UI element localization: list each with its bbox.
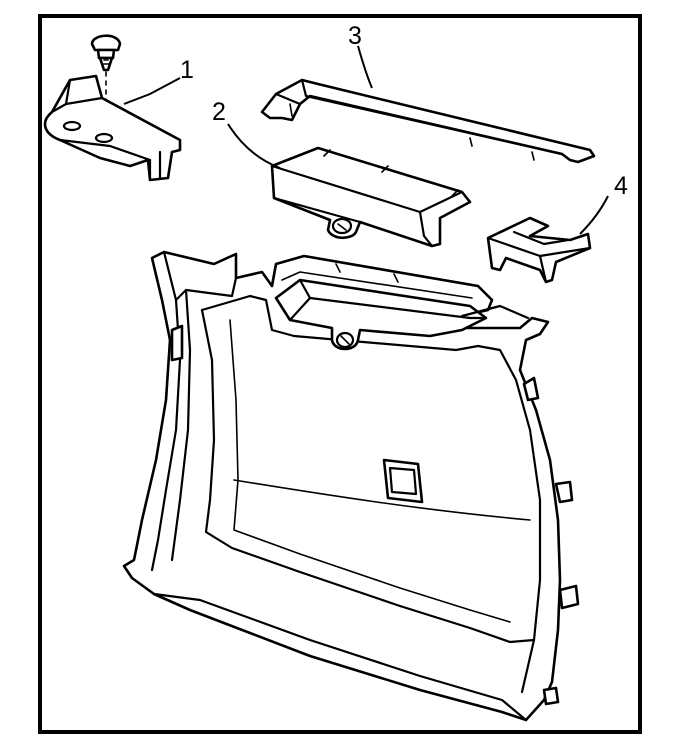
part-4-clip-bracket — [486, 216, 592, 284]
part-3-long-strip — [260, 78, 596, 164]
tray-pocket — [274, 278, 488, 351]
right-clip-middle — [554, 480, 574, 504]
leader-line-4 — [579, 195, 609, 235]
callout-1: 1 — [180, 56, 194, 84]
panel-square-opening — [382, 458, 424, 504]
right-clip-upper — [522, 376, 540, 402]
part-2-tray-cover — [270, 146, 472, 248]
push-pin-fastener — [90, 34, 122, 72]
leader-line-1 — [123, 77, 181, 105]
callout-2: 2 — [212, 98, 226, 126]
callout-3: 3 — [348, 22, 362, 50]
leader-line-3 — [357, 45, 373, 89]
right-clip-lower — [558, 584, 580, 610]
part-1-bracket — [43, 74, 182, 182]
callout-4: 4 — [614, 172, 628, 200]
left-pillar-tab — [170, 324, 184, 362]
right-clip-bottom — [542, 686, 560, 706]
quarter-trim-panel — [122, 250, 580, 722]
leader-line-2 — [227, 123, 281, 169]
